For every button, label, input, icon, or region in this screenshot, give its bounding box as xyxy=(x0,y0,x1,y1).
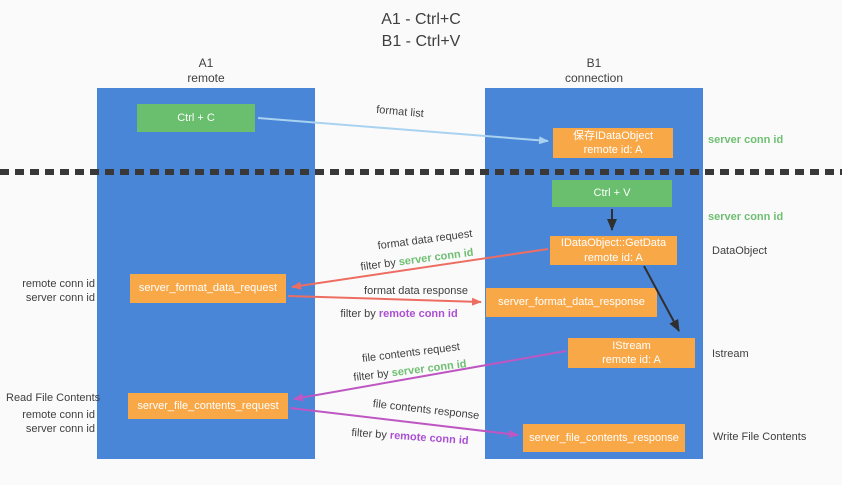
node-ctrl-v-label: Ctrl + V xyxy=(593,187,631,200)
node-save-idataobject-line2: remote id: A xyxy=(583,144,643,156)
node-server-file-contents-response: server_file_contents_response xyxy=(523,424,685,452)
diagram-title: A1 - Ctrl+C B1 - Ctrl+V xyxy=(0,9,842,52)
title-line-2: B1 - Ctrl+V xyxy=(381,32,461,50)
remote-conn-id-label: remote conn id xyxy=(22,409,95,421)
node-save-idataobject-line1: 保存IDataObject xyxy=(572,129,654,142)
node-server-format-data-request: server_format_data_request xyxy=(130,274,286,303)
remote-conn-id-key: remote conn id xyxy=(389,429,469,448)
node-file-request-label: server_file_contents_request xyxy=(137,399,279,412)
node-idataobject-getdata: IDataObject::GetData remote id: A xyxy=(550,236,677,265)
lane-b1-title: B1 xyxy=(586,56,602,70)
file-contents-response-filter-label: filter by remote conn id xyxy=(351,427,469,447)
left-conn-id-annotation-top: remote conn id server conn id xyxy=(0,278,95,306)
remote-conn-id-key: remote conn id xyxy=(378,308,458,320)
filter-by-text: filter by xyxy=(340,308,379,320)
lane-a1-title: A1 xyxy=(198,56,214,70)
node-istream: IStream remote id: A xyxy=(568,338,695,368)
file-contents-response-label: file contents response xyxy=(372,397,480,423)
right-server-conn-id-label-2: server conn id xyxy=(708,211,784,223)
lane-b1-subtitle: connection xyxy=(564,71,624,85)
node-file-response-label: server_file_contents_response xyxy=(529,431,679,444)
write-file-contents-label: Write File Contents xyxy=(713,431,807,443)
filter-by-text: filter by xyxy=(359,256,400,274)
dataobject-label: DataObject xyxy=(712,245,768,257)
node-ctrl-v: Ctrl + V xyxy=(552,180,672,207)
node-format-response-label: server_format_data_response xyxy=(498,296,645,309)
filter-by-text: filter by xyxy=(352,367,393,384)
node-getdata-line2: remote id: A xyxy=(584,251,643,264)
filter-by-text: filter by xyxy=(351,426,391,442)
format-data-response-filter-label: filter by remote conn id xyxy=(340,308,457,320)
node-format-request-label: server_format_data_request xyxy=(138,282,278,295)
istream-label: Istream xyxy=(712,348,749,360)
phase-divider-dashed-line xyxy=(0,169,842,175)
server-conn-id-key: server conn id xyxy=(398,246,475,269)
lane-header-b1: B1 connection xyxy=(485,56,703,86)
node-ctrl-c-label: Ctrl + C xyxy=(177,111,215,124)
server-conn-id-label: server conn id xyxy=(25,291,95,304)
remote-conn-id-label: remote conn id xyxy=(22,278,95,290)
format-data-response-label: format data response xyxy=(364,285,468,297)
format-data-request-filter-label: filter by server conn id xyxy=(360,247,474,274)
node-server-format-data-response: server_format_data_response xyxy=(486,288,657,317)
node-ctrl-c: Ctrl + C xyxy=(137,104,255,132)
lane-a1-subtitle: remote xyxy=(187,71,225,85)
title-line-1: A1 - Ctrl+C xyxy=(381,11,461,28)
node-getdata-line1: IDataObject::GetData xyxy=(560,237,667,250)
right-server-conn-id-label-1: server conn id xyxy=(708,134,784,146)
node-save-idataobject: 保存IDataObject remote id: A xyxy=(553,128,673,158)
node-istream-line2: remote id: A xyxy=(602,354,661,366)
server-conn-id-label: server conn id xyxy=(25,422,95,435)
format-list-label: format list xyxy=(375,103,425,121)
node-server-file-contents-request: server_file_contents_request xyxy=(128,393,288,419)
node-istream-line1: IStream xyxy=(612,339,651,352)
server-conn-id-key: server conn id xyxy=(391,358,468,380)
left-conn-id-annotation-bottom: remote conn id server conn id xyxy=(0,409,95,437)
read-file-contents-label: Read File Contents xyxy=(6,392,101,404)
lane-header-a1: A1 remote xyxy=(97,56,315,86)
